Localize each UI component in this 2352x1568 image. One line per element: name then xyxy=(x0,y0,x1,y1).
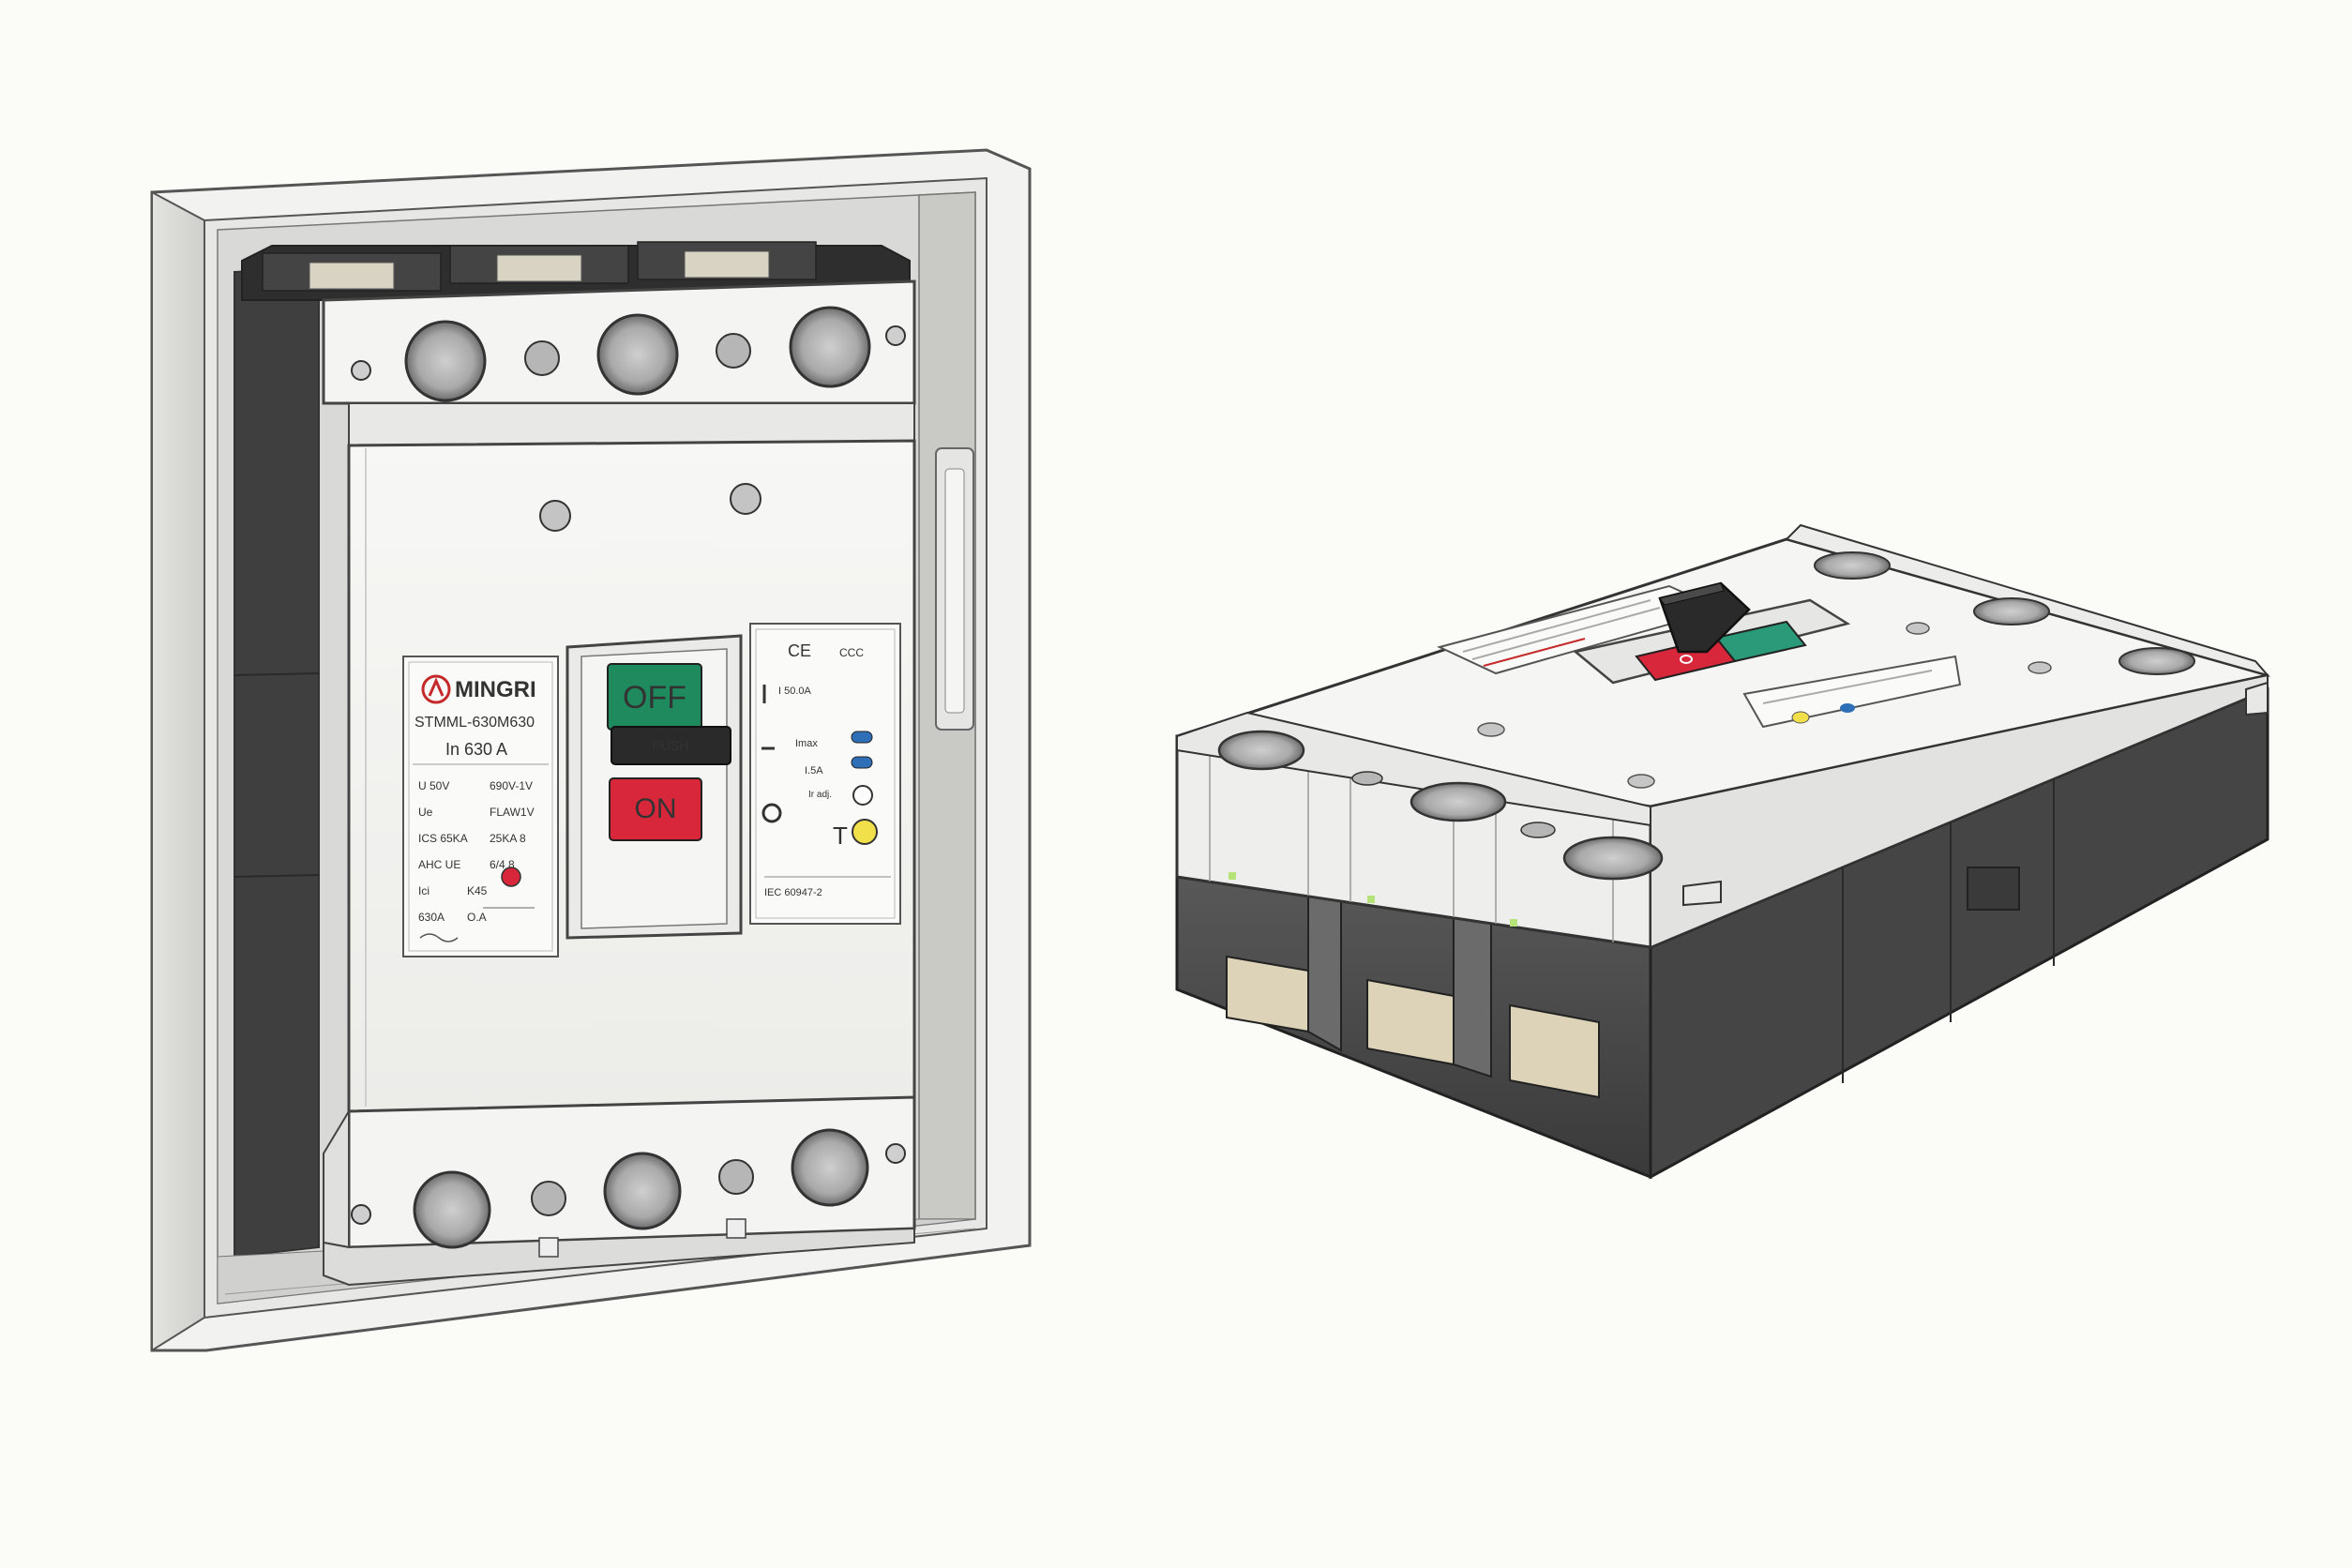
svg-text:690V-1V: 690V-1V xyxy=(490,779,533,792)
standard-footer: IEC 60947-2 xyxy=(764,887,822,898)
svg-text:I.5A: I.5A xyxy=(805,765,823,776)
iso-terminal-hole-back-3 xyxy=(2118,647,2195,675)
svg-text:I 50.0A: I 50.0A xyxy=(778,686,812,697)
screw-icon xyxy=(885,1143,906,1164)
screw-icon xyxy=(885,325,906,346)
svg-text:Imax: Imax xyxy=(795,738,818,749)
iso-terminal-hole-3 xyxy=(1562,836,1664,881)
iso-terminal-hole-2 xyxy=(1410,781,1507,822)
screw-icon xyxy=(351,360,371,381)
terminal-hole-l2-bottom xyxy=(603,1152,682,1230)
toggle-window: OFF ON PUSH xyxy=(565,634,743,940)
svg-text:Ici: Ici xyxy=(418,884,430,897)
screw-icon xyxy=(351,1204,371,1225)
iso-terminal-openings xyxy=(1226,870,1600,1099)
toggle-handle[interactable] xyxy=(611,726,731,765)
svg-text:Ue: Ue xyxy=(418,806,433,819)
status-indicator-icon xyxy=(501,867,521,887)
terminal-hole-l2-top xyxy=(596,313,679,396)
iso-terminal-hole-1 xyxy=(1217,730,1305,771)
terminal-hole-l1-bottom xyxy=(413,1170,491,1249)
brand-logo-icon xyxy=(421,674,451,704)
bottom-terminal-block xyxy=(323,1095,916,1287)
svg-text:K45: K45 xyxy=(467,884,488,897)
rating-label-left: MINGRI STMML-630M630 In 630 A U 50V 690V… xyxy=(402,656,559,957)
iso-off-indicator xyxy=(1714,620,1807,663)
brand-name: MINGRI xyxy=(455,677,536,702)
on-label: ON xyxy=(635,793,677,824)
test-button-icon xyxy=(761,803,782,823)
svg-text:630A: 630A xyxy=(418,911,445,924)
toggle-handle-label: PUSH xyxy=(653,738,689,753)
spec-lines: U 50V 690V-1V Ue FLAW1V ICS 65KA 25KA 8 … xyxy=(418,779,535,924)
svg-text:AHC UE: AHC UE xyxy=(418,858,460,871)
front-breaker-assembly: MINGRI STMML-630M630 In 630 A U 50V 690V… xyxy=(150,148,1032,1352)
iso-label-right xyxy=(1742,655,1962,729)
terminal-hole-l1-top xyxy=(404,320,487,402)
rating-label-right: CE CCC I 50.0A Imax I.5A Ir adj. T IEC 6… xyxy=(749,623,901,925)
svg-text:Ir adj.: Ir adj. xyxy=(808,790,832,800)
off-label: OFF xyxy=(623,680,686,716)
svg-text:25KA 8: 25KA 8 xyxy=(490,832,526,845)
svg-text:ICS 65KA: ICS 65KA xyxy=(418,832,468,845)
ce-mark: CE xyxy=(788,641,811,660)
iso-terminal-hole-back-1 xyxy=(1814,551,1891,580)
blue-indicator-icon xyxy=(851,731,873,744)
svg-text:U 50V: U 50V xyxy=(418,779,449,792)
ccc-mark: CCC xyxy=(839,646,864,659)
model-number: STMML-630M630 xyxy=(415,715,535,731)
iso-breaker-assembly xyxy=(1175,523,2270,1180)
trip-mark: T xyxy=(833,822,848,850)
terminal-hole-l3-top xyxy=(789,306,871,388)
current-rating: In 630 A xyxy=(445,740,507,759)
top-terminal-block xyxy=(241,241,916,447)
svg-text:FLAW1V: FLAW1V xyxy=(490,806,535,819)
svg-text:O.A: O.A xyxy=(467,911,487,924)
terminal-hole-l3-bottom xyxy=(791,1128,869,1207)
blue-indicator-icon xyxy=(851,756,873,769)
iso-terminal-hole-back-2 xyxy=(1973,597,2050,626)
yellow-indicator-icon xyxy=(852,819,878,845)
on-indicator xyxy=(609,777,702,841)
